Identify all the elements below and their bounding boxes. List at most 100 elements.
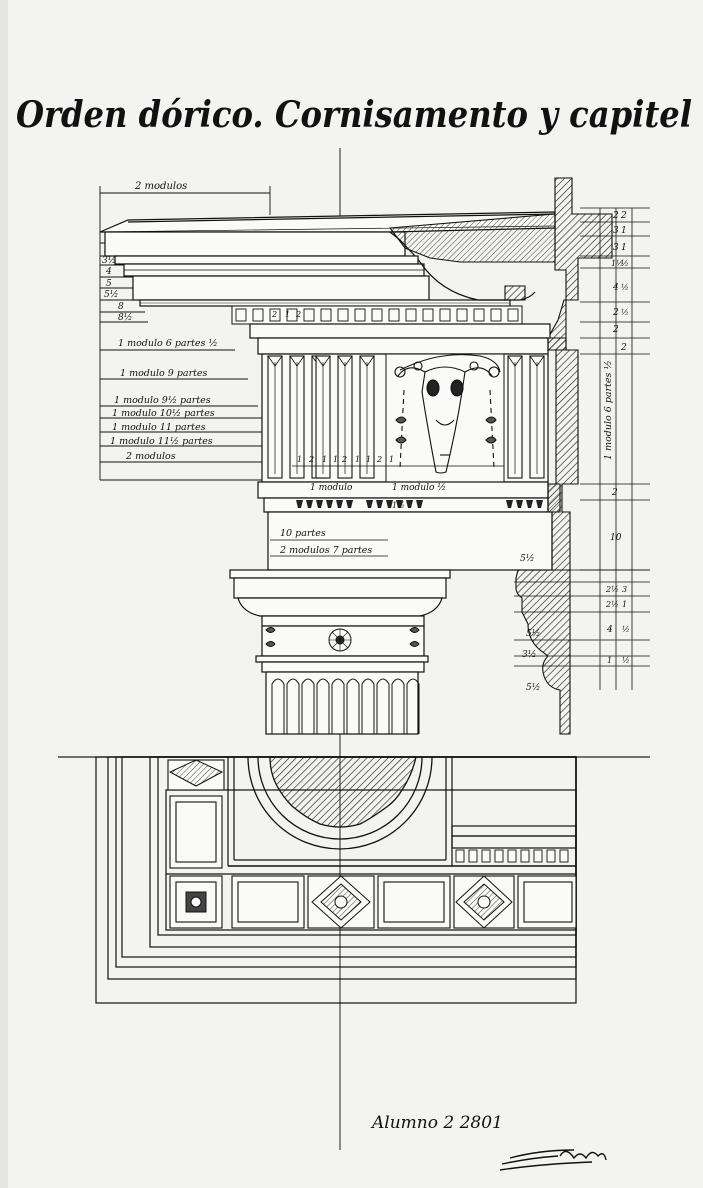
- plan-dentil: [481, 849, 491, 863]
- mutule-disc: [247, 756, 433, 850]
- dim-stack: 1 modulo 9 partes: [120, 368, 208, 379]
- plan-diamond-ornaments: [168, 759, 513, 929]
- block-label: 2: [295, 310, 301, 319]
- triglyph-part: 1: [297, 455, 302, 464]
- triglyph-part: 2: [341, 455, 347, 464]
- triglyph-chamfer: [337, 355, 353, 367]
- block-label: 1: [285, 310, 290, 319]
- gutta: [316, 500, 323, 508]
- left-stack-labels: 1 modulo 6 partes ½ 1 modulo 9 partes 1 …: [110, 338, 218, 462]
- triglyph-part: 1: [366, 455, 371, 464]
- right-dimension-lines: [514, 207, 650, 690]
- gutta: [336, 500, 343, 508]
- signature: [499, 1149, 607, 1171]
- gutta: [296, 500, 303, 508]
- dentil-block: [371, 308, 383, 322]
- plan-dentil: [559, 849, 569, 863]
- cornice-section: [388, 177, 613, 351]
- dim-right-b: 1: [621, 226, 627, 236]
- dim-capital-left: 5½: [520, 553, 534, 564]
- triglyph-part-labels: 1 2 1 1 2 1 1 2 1: [297, 455, 394, 464]
- gutta: [346, 500, 353, 508]
- flute: [331, 678, 345, 734]
- right-col-a-labels: 2 3 3 1½ 4 2 2: [611, 211, 624, 335]
- dentil-block: [303, 308, 315, 322]
- triglyph-chamfer: [267, 355, 283, 367]
- gutta: [536, 500, 543, 508]
- dim-frieze-height: 1 modulo 6 partes ½: [603, 360, 614, 460]
- shaft-flutes: [271, 678, 420, 734]
- dentil-block: [507, 308, 519, 322]
- dim-right-a: 3: [613, 243, 619, 253]
- gutta: [306, 500, 313, 508]
- dentil-block: [252, 308, 264, 322]
- dim-step: 3½: [102, 255, 116, 266]
- entablature-section: [547, 337, 579, 571]
- dentil-block: [456, 308, 468, 322]
- dentil-block: [354, 308, 366, 322]
- block-label: 2: [271, 310, 277, 319]
- triglyph-part: 2: [376, 455, 382, 464]
- dim-2-modulos-top: 2 modulos: [134, 181, 187, 192]
- dim-capital-a: 4: [606, 625, 613, 635]
- plan-dentils: [455, 849, 569, 863]
- dim-architrave: 10: [610, 533, 622, 543]
- dim-step: 8½: [118, 312, 132, 323]
- dentil-block: [286, 308, 298, 322]
- architrave-partes-label: 10 partes: [280, 528, 326, 539]
- dim-right-b: 1: [621, 243, 627, 253]
- plan-dentil: [468, 849, 478, 863]
- paper-edge: [0, 0, 8, 1188]
- capital-side-ornaments: [265, 627, 420, 647]
- architrave-elevation: [257, 481, 553, 571]
- block-row: [235, 308, 519, 322]
- dentil-block: [320, 308, 332, 322]
- flute: [391, 678, 405, 734]
- dim-step: 5: [106, 279, 112, 289]
- capital-elevation: [229, 569, 451, 673]
- dentil-block: [388, 308, 400, 322]
- plan-coffers: [167, 759, 577, 929]
- gutta: [406, 500, 413, 508]
- dentil-block: [490, 308, 502, 322]
- flute: [406, 678, 420, 734]
- student-signature-line: Alumno 2 2801: [370, 1113, 503, 1133]
- dim-right-a: 2: [612, 308, 619, 318]
- dentil-block: [337, 308, 349, 322]
- flute: [361, 678, 375, 734]
- plan-dentil: [455, 849, 465, 863]
- dim-right-a: 4: [612, 283, 619, 293]
- dim-capital-left: 5½: [526, 682, 540, 693]
- flute: [271, 678, 285, 734]
- triglyph-part: 1: [333, 455, 338, 464]
- dim-right-a: 2: [612, 211, 619, 221]
- dim-stack: 1 modulo 10½ partes: [112, 408, 215, 419]
- dentil-block: [405, 308, 417, 322]
- dim-stack: 1 modulo 11 partes: [112, 422, 206, 433]
- gutta: [396, 500, 403, 508]
- gutta: [326, 500, 333, 508]
- triglyph-chamfer: [289, 355, 305, 367]
- triglyph-part: 2: [308, 455, 314, 464]
- dim-right-a: 3: [613, 226, 619, 236]
- flute: [301, 678, 315, 734]
- triglyph-part: 1: [322, 455, 327, 464]
- triglyph-chamfer: [359, 355, 375, 367]
- flute: [346, 678, 360, 734]
- dim-capital-a: 2½: [605, 585, 619, 594]
- capital-dim-labels: 2½ 2½ 4 1 3 1 ½ ½ 5½ 5½ 3½ 5½: [520, 553, 630, 693]
- dim-stack: 1 modulo 6 partes ½: [118, 338, 218, 349]
- frieze-modulo-half-label: 1 modulo ½: [392, 482, 446, 493]
- dim-capital-a: 2½: [605, 600, 619, 609]
- gutta: [516, 500, 523, 508]
- dim-capital-b: ½: [622, 625, 630, 634]
- dim-capital-b: ½: [622, 656, 630, 665]
- dim-right-b: ½: [621, 259, 629, 268]
- dim-capital-left: 3½: [522, 649, 536, 660]
- dim-step: 8: [118, 302, 124, 312]
- right-col-b-labels: 2 1 1 ½ ½ ½ 2: [620, 211, 629, 353]
- architrave-modulos-label: 2 modulos 7 partes: [279, 545, 372, 556]
- plan-dentil: [533, 849, 543, 863]
- flute: [316, 678, 330, 734]
